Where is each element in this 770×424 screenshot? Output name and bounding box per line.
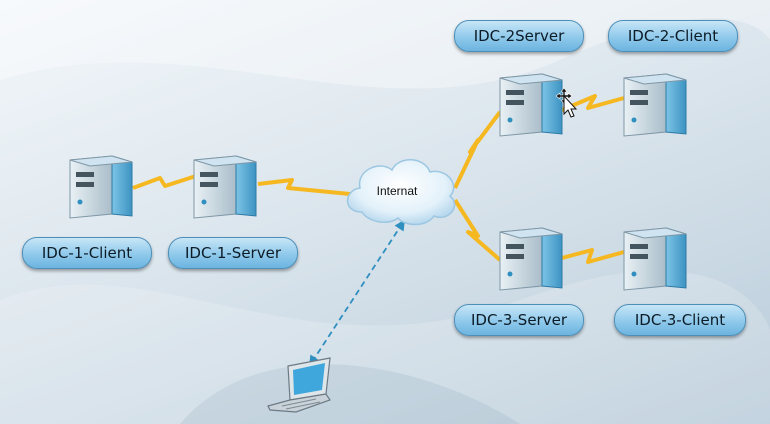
server-icon xyxy=(623,73,687,137)
link-laptop-internet xyxy=(309,219,405,367)
idc3-client-label: IDC-3-Client xyxy=(614,304,746,336)
idc1-client-label: IDC-1-Client xyxy=(22,237,152,269)
idc2-server-label: IDC-2Server xyxy=(454,20,584,52)
internet-label: Internat xyxy=(376,184,418,198)
server-icon xyxy=(193,155,257,219)
link-internet-idc3-server xyxy=(453,198,502,262)
idc2-client-label: IDC-2-Client xyxy=(608,20,738,52)
link-idc2-server-client xyxy=(561,94,625,112)
laptop-icon xyxy=(267,357,331,413)
idc1-server-label: IDC-1-Server xyxy=(168,237,298,269)
link-idc1-server-internet xyxy=(257,178,351,196)
link-idc3-server-client xyxy=(561,248,625,264)
cloud-icon xyxy=(346,159,456,226)
server-icon xyxy=(499,73,563,137)
link-idc1-client-server xyxy=(132,174,197,190)
server-icon xyxy=(69,155,133,219)
server-icon xyxy=(623,227,687,291)
server-icon xyxy=(499,227,563,291)
link-internet-idc2-server xyxy=(453,110,502,189)
move-cursor-icon xyxy=(555,87,578,118)
idc3-server-label: IDC-3-Server xyxy=(454,304,584,336)
